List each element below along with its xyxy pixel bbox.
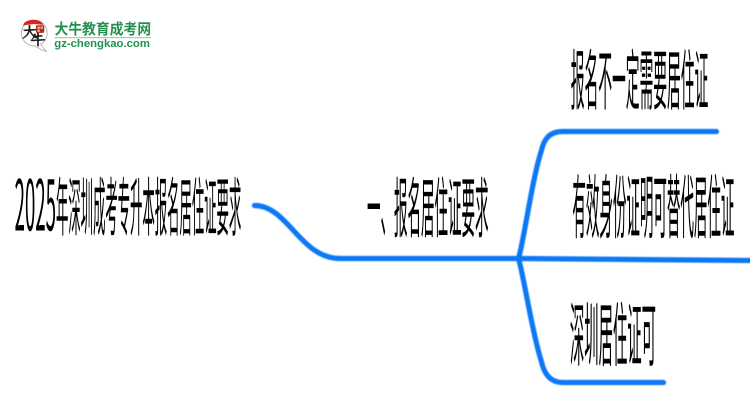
svg-text:gz-chengkao.com: gz-chengkao.com (54, 38, 150, 50)
